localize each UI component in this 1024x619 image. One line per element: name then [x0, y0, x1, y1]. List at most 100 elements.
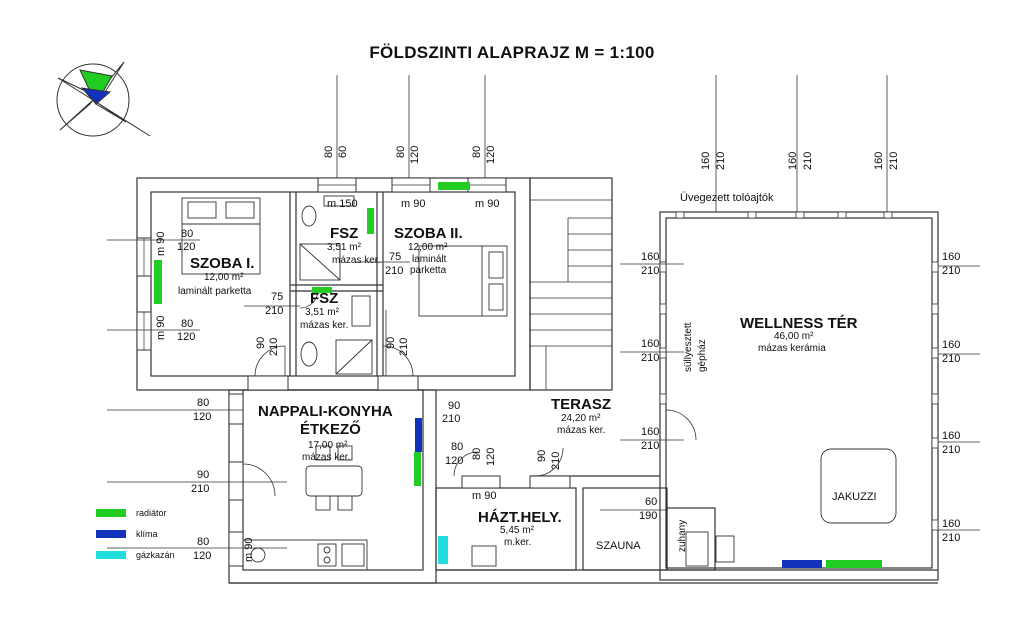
room-nappali-floor: mázas ker. [302, 452, 351, 463]
engine-room-note-2: gépház [697, 339, 708, 372]
window-tag-szoba2-a: m 90 [401, 198, 426, 210]
room-szoba2-floor1: laminált [412, 254, 447, 265]
dim-door-terrace-b: 210 [442, 413, 461, 425]
room-wellness-area: 46,00 m² [774, 331, 814, 342]
dim-door-terrace-a: 90 [448, 400, 461, 412]
dim-top-3a: 80 [471, 145, 483, 158]
window-tag-left-1: m 90 [155, 231, 167, 256]
room-terasz-floor: mázas ker. [557, 425, 606, 436]
dim-top-5b: 210 [802, 151, 814, 170]
window-tag-hazt: m 90 [472, 490, 497, 502]
dim-left-3b: 120 [193, 411, 212, 423]
legend-klima: klíma [96, 529, 158, 539]
dim-top-6a: 160 [873, 151, 885, 170]
wellness-inner [665, 217, 933, 569]
engine-room-note-1: süllyesztett [683, 322, 694, 372]
dim-left-4a: 90 [197, 469, 210, 481]
dim-left-4b: 210 [191, 483, 210, 495]
window-tag-szoba2-b: m 90 [475, 198, 500, 210]
dim-window-living-b: 120 [445, 455, 464, 467]
room-wellness-name: WELLNESS TÉR [740, 315, 858, 332]
room-szoba1-name: SZOBA I. [190, 255, 255, 272]
dim-well-r2a: 160 [942, 339, 961, 351]
stair [529, 177, 613, 391]
room-fsz2-area: 3,51 m² [305, 307, 339, 318]
dim-hazt-window-a: 80 [471, 447, 483, 460]
dim-door-szoba2-b: 210 [398, 337, 410, 356]
room-hazt-name: HÁZT.HELY. [478, 509, 562, 526]
dim-left-1b: 120 [177, 241, 196, 253]
legend-gazkazan-swatch [96, 551, 126, 559]
dim-door-szoba2-a: 90 [385, 336, 397, 349]
dim-well-r2b: 210 [942, 353, 961, 365]
dim-left-3a: 80 [197, 397, 210, 409]
dim-well-l3a: 160 [641, 426, 660, 438]
dim-well-l2b: 210 [641, 352, 660, 364]
drawing-title: FÖLDSZINTI ALAPRAJZ M = 1:100 [369, 43, 655, 62]
dim-door-fsz2-a: 75 [271, 291, 284, 303]
dim-left-2b: 120 [177, 331, 196, 343]
jacuzzi [820, 448, 897, 524]
room-hazt-area: 5,45 m² [500, 525, 534, 536]
dim-top-2b: 120 [409, 145, 421, 164]
legend-radiator: radiátor [96, 508, 167, 518]
dim-well-r3a: 160 [942, 430, 961, 442]
dining-table [305, 465, 363, 497]
dim-door-szoba1-b: 210 [268, 337, 280, 356]
legend-gazkazan: gázkazán [96, 550, 175, 560]
dim-well-l1b: 210 [641, 265, 660, 277]
dim-well-l1a: 160 [641, 251, 660, 263]
room-wellness-floor: mázas kerámia [758, 343, 826, 354]
dim-hazt-door-a: 90 [536, 449, 548, 462]
room-fsz2-floor: mázas ker. [300, 320, 349, 331]
room-szoba2-floor2: parketta [410, 265, 447, 276]
dim-well-l2a: 160 [641, 338, 660, 350]
room-szauna-name: SZAUNA [596, 540, 641, 552]
room-nappali-name: NAPPALI-KONYHA [258, 403, 393, 420]
room-hazt-floor: m.ker. [504, 537, 532, 548]
dim-hazt-door-b: 210 [550, 451, 562, 470]
dim-door-fsz1-a: 75 [389, 251, 402, 263]
room-terasz-name: TERASZ [551, 396, 611, 413]
dim-left-5b: 120 [193, 550, 212, 562]
room-fsz1-area: 3,51 m² [327, 242, 361, 253]
dim-door-fsz2-b: 210 [265, 305, 284, 317]
dim-well-r4b: 210 [942, 532, 961, 544]
dim-well-l3b: 210 [641, 440, 660, 452]
room-szoba1-area: 12,00 m² [204, 272, 244, 283]
north-arrow-icon [56, 61, 151, 137]
dim-hazt-window-b: 120 [485, 447, 497, 466]
dim-top-5a: 160 [787, 151, 799, 170]
wellness-outer [659, 211, 939, 581]
room-fsz1-floor: mázas ker. [332, 255, 381, 266]
sliding-doors-note: Üvegezett tolóajtók [680, 192, 774, 204]
room-terasz-area: 24,20 m² [561, 413, 601, 424]
bedroom-wing-inner-wall [150, 191, 516, 377]
legend-radiator-label: radiátor [136, 508, 167, 518]
dim-top-6b: 210 [888, 151, 900, 170]
legend-gazkazan-label: gázkazán [136, 550, 175, 560]
dim-top-1b: 60 [337, 145, 349, 158]
room-szoba2-area: 12,00 m² [408, 242, 448, 253]
dim-top-2a: 80 [395, 145, 407, 158]
room-zuhany-name: zuhany [677, 519, 688, 552]
dim-well-r1a: 160 [942, 251, 961, 263]
room-nappali-area: 17,00 m² [308, 440, 348, 451]
dim-door-szoba1-a: 90 [255, 336, 267, 349]
dim-left-2a: 80 [181, 318, 194, 330]
dim-door-fsz1-b: 210 [385, 265, 404, 277]
bed-szoba1 [181, 197, 261, 275]
window-tag-fsz1: m 150 [327, 198, 358, 210]
legend-klima-swatch [96, 530, 126, 538]
dim-window-living-a: 80 [451, 441, 464, 453]
room-fsz1-name: FSZ [330, 225, 359, 242]
dim-well-r3b: 210 [942, 444, 961, 456]
window-tag-left-2: m 90 [155, 315, 167, 340]
dim-well-r1b: 210 [942, 265, 961, 277]
room-jakuzzi-name: JAKUZZI [832, 491, 877, 503]
dim-well-r4a: 160 [942, 518, 961, 530]
legend-radiator-swatch [96, 509, 126, 517]
room-szoba1-floor: laminált parketta [178, 286, 252, 297]
room-fsz2-name: FSZ [310, 290, 339, 307]
